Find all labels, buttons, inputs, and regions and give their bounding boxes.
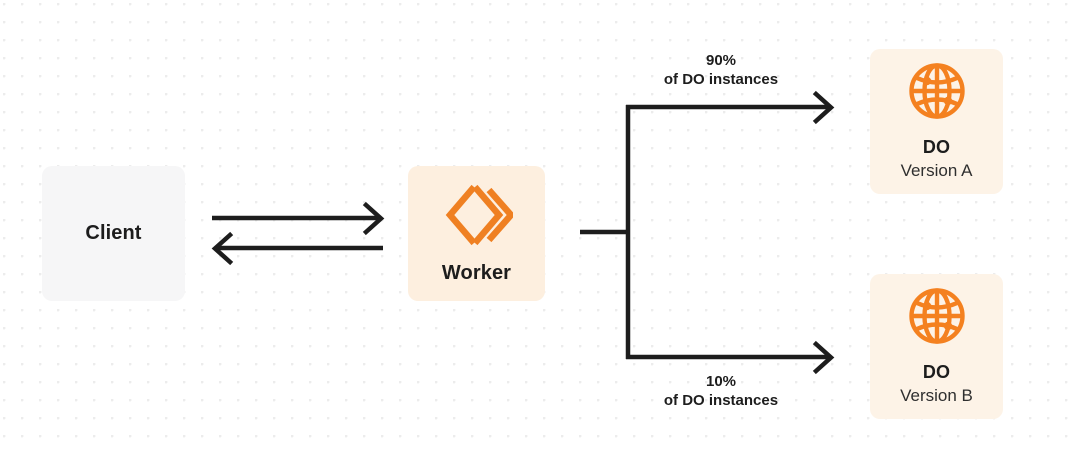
node-do-b-title: DO: [922, 362, 951, 383]
cloudflare-workers-icon: [441, 182, 513, 248]
edge-label-percent: 10%: [705, 373, 737, 390]
arrow-worker-to-do-a-head: [812, 90, 835, 125]
edge-label-worker-to-do-b: 10% of DO instances: [657, 373, 785, 411]
node-do-version-b[interactable]: DO Version B: [870, 274, 1003, 419]
node-do-a-title: DO: [922, 137, 951, 158]
edge-label-description: of DO instances: [663, 70, 779, 88]
node-worker-label: Worker: [441, 262, 512, 284]
node-do-a-subtitle: Version A: [900, 161, 973, 181]
arrow-worker-to-do-b-head: [812, 340, 835, 375]
arrow-client-to-worker-head: [362, 201, 385, 236]
globe-icon: [907, 286, 967, 346]
globe-icon: [907, 61, 967, 121]
node-do-b-subtitle: Version B: [900, 386, 973, 406]
edge-label-worker-to-do-a: 90% of DO instances: [657, 52, 785, 90]
edge-label-description: of DO instances: [663, 391, 779, 409]
arrow-worker-to-client-head: [211, 231, 234, 266]
edge-label-percent: 90%: [705, 52, 737, 69]
node-client-label: Client: [85, 222, 142, 244]
node-do-version-a[interactable]: DO Version A: [870, 49, 1003, 194]
node-worker[interactable]: Worker: [408, 166, 545, 301]
node-client[interactable]: Client: [42, 166, 185, 301]
